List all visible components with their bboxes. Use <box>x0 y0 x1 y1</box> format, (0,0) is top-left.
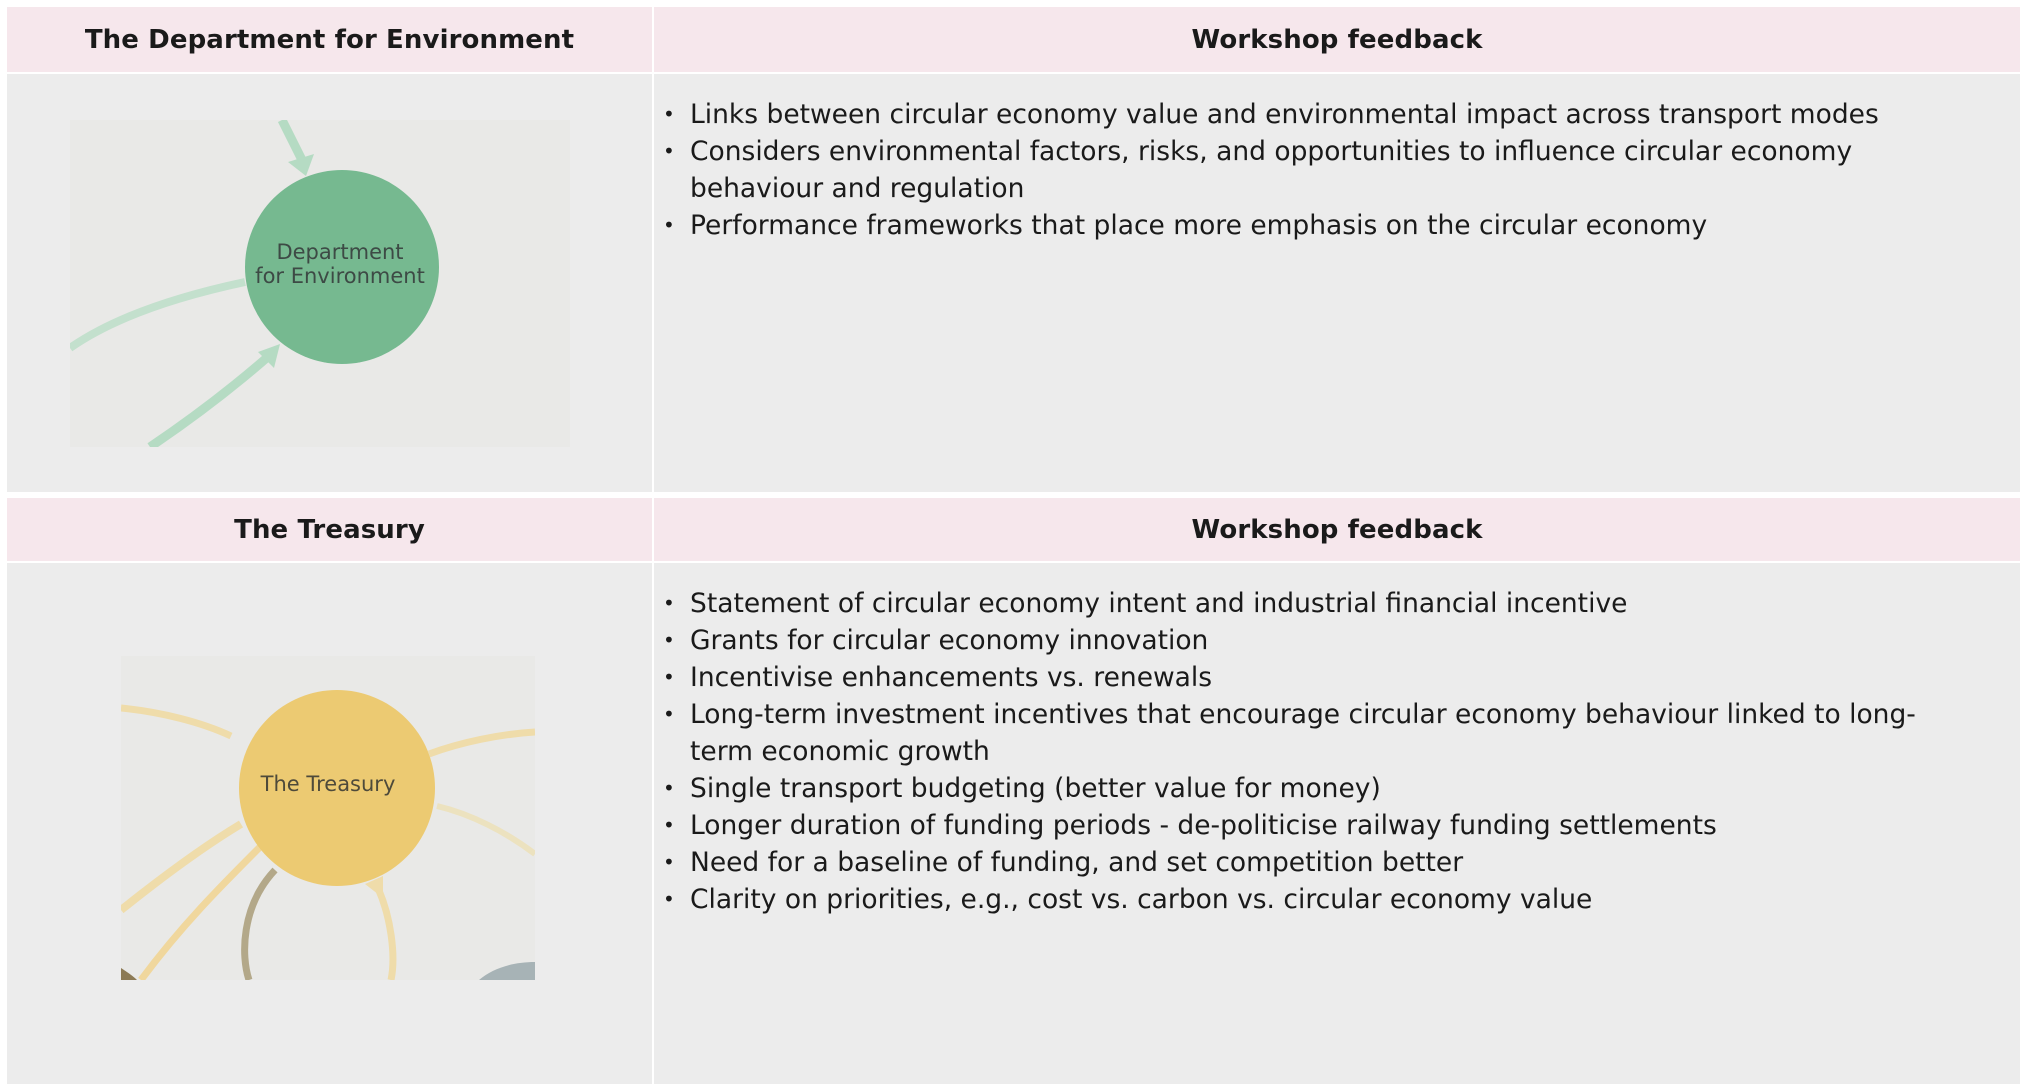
circle-label-line: for Environment <box>255 264 425 288</box>
treasury-feedback-list: •Statement of circular economy intent an… <box>663 585 1930 918</box>
treasury-circle-label: The Treasury <box>260 772 396 796</box>
list-item-text: Links between circular economy value and… <box>690 99 1879 130</box>
row-divider <box>652 561 654 563</box>
treasury-diagram-image: The Treasury <box>121 656 535 980</box>
environment-image-cell: Department for Environment <box>7 74 652 492</box>
list-item-text: Considers environmental factors, risks, … <box>690 136 1853 204</box>
environment-diagram-svg <box>70 120 439 447</box>
column-divider <box>652 498 654 561</box>
row-divider <box>654 72 2020 74</box>
list-item-text: Need for a baseline of funding, and set … <box>690 847 1464 878</box>
circle-label-line: Department <box>276 240 404 264</box>
environment-circle <box>245 170 439 364</box>
list-item-text: Long-term investment incentives that enc… <box>690 699 1916 767</box>
arrowhead-icon <box>288 154 314 176</box>
list-item-text: Performance frameworks that place more e… <box>690 210 1708 241</box>
treasury-diagram-svg <box>121 690 535 980</box>
list-item-text: Incentivise enhancements vs. renewals <box>690 662 1213 693</box>
environment-feedback-cell: •Links between circular economy value an… <box>654 74 2020 492</box>
list-item: •Performance frameworks that place more … <box>663 210 1708 241</box>
section-header-right: Workshop feedback <box>654 498 2020 561</box>
environment-feedback-list: •Links between circular economy value an… <box>663 96 1930 244</box>
list-item-text: Clarity on priorities, e.g., cost vs. ca… <box>690 884 1593 915</box>
list-item: •Single transport budgeting (better valu… <box>663 773 1381 804</box>
treasury-image-cell: The Treasury <box>7 563 652 1084</box>
row-divider <box>7 561 652 563</box>
list-item-text: Single transport budgeting (better value… <box>690 773 1381 804</box>
column-divider <box>652 74 654 492</box>
section-header-left: The Department for Environment <box>7 7 652 72</box>
list-item: •Grants for circular economy innovation <box>663 625 1209 656</box>
list-item: •Links between circular economy value an… <box>663 99 1879 130</box>
list-item: •Considers environmental factors, risks,… <box>663 136 1853 204</box>
column-divider <box>652 7 654 72</box>
row-divider <box>652 492 654 498</box>
section-header-right: Workshop feedback <box>654 7 2020 72</box>
row-divider <box>652 72 654 74</box>
arrowhead-icon <box>258 344 280 368</box>
column-divider <box>652 563 654 1084</box>
list-item: •Need for a baseline of funding, and set… <box>663 847 1464 878</box>
list-item: •Statement of circular economy intent an… <box>663 588 1628 619</box>
list-item-text: Grants for circular economy innovation <box>690 625 1209 656</box>
feedback-table: The Department for Environment Workshop … <box>7 7 2020 1084</box>
section-header-left: The Treasury <box>7 498 652 561</box>
treasury-circle <box>239 690 435 886</box>
row-divider <box>7 492 652 498</box>
environment-circle-label: Department for Environment <box>240 240 440 288</box>
list-item: •Clarity on priorities, e.g., cost vs. c… <box>663 884 1593 915</box>
row-divider <box>654 492 2020 498</box>
row-divider <box>7 72 652 74</box>
list-item: •Longer duration of funding periods - de… <box>663 810 1717 841</box>
row-divider <box>654 561 2020 563</box>
list-item: •Long-term investment incentives that en… <box>663 699 1916 767</box>
list-item-text: Longer duration of funding periods - de-… <box>690 810 1717 841</box>
list-item-text: Statement of circular economy intent and… <box>690 588 1628 619</box>
treasury-feedback-cell: •Statement of circular economy intent an… <box>654 563 2020 1084</box>
environment-diagram-image: Department for Environment <box>70 120 570 447</box>
arrowhead-icon <box>365 876 383 898</box>
list-item: •Incentivise enhancements vs. renewals <box>663 662 1213 693</box>
